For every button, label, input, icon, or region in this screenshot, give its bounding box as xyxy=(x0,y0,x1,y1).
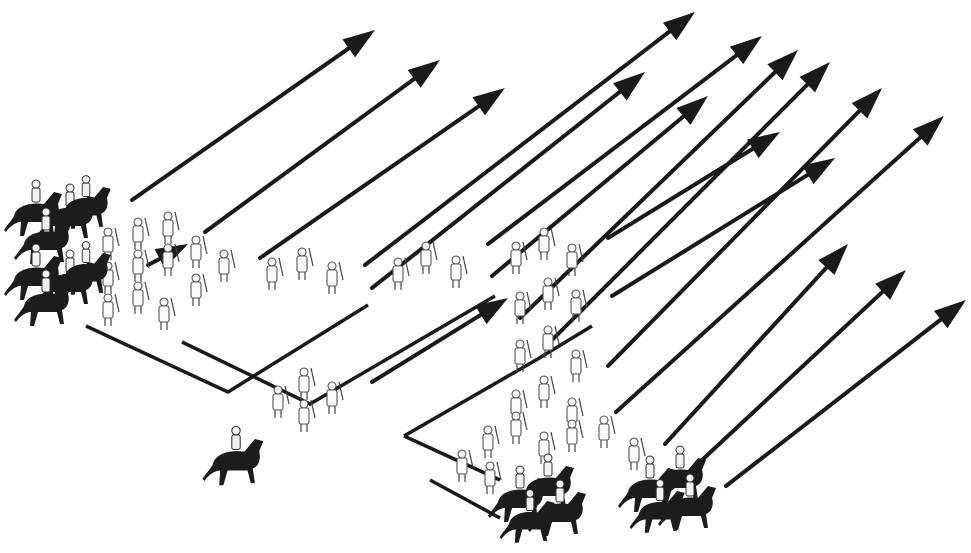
arrow-shaft xyxy=(148,258,161,265)
arrow-shaft xyxy=(552,83,809,340)
arrow xyxy=(520,50,798,318)
infantry-soldier xyxy=(539,376,555,408)
arrow-head xyxy=(475,298,508,324)
arrow xyxy=(372,298,508,382)
infantry-soldier xyxy=(219,250,235,282)
arrow-shaft xyxy=(520,71,776,318)
arrow xyxy=(372,72,645,288)
infantry-soldier xyxy=(191,236,207,268)
arrow-head xyxy=(342,30,375,57)
arrow xyxy=(205,60,440,232)
infantry-soldier xyxy=(273,386,289,418)
arrow-head xyxy=(663,12,695,40)
infantry-soldier xyxy=(133,218,149,250)
arrow-head xyxy=(472,88,505,115)
infantry-soldier xyxy=(327,382,343,414)
infantry-soldier xyxy=(191,274,207,306)
arrow xyxy=(260,88,505,258)
arrow xyxy=(608,88,882,366)
formation-path xyxy=(182,296,495,404)
infantry-soldier xyxy=(103,294,119,326)
arrow-head xyxy=(730,36,762,64)
infantry-soldier xyxy=(163,212,179,244)
infantry-soldier xyxy=(299,400,315,432)
arrow xyxy=(365,12,695,265)
arrow-head xyxy=(747,132,780,158)
infantry-soldier xyxy=(629,438,645,470)
infantry-soldier xyxy=(515,340,531,372)
arrow-shaft xyxy=(260,105,480,258)
infantry-soldier xyxy=(163,244,179,276)
infantry-soldier xyxy=(267,258,283,290)
infantry-soldier xyxy=(483,426,499,458)
infantry-soldier xyxy=(327,262,343,294)
infantry-soldier xyxy=(511,242,527,274)
infantry-soldier xyxy=(451,256,467,288)
arrow-shaft xyxy=(365,30,671,265)
cavalry-rider xyxy=(4,180,62,236)
infantry-soldier xyxy=(421,242,437,274)
infantry-soldier xyxy=(567,420,583,452)
arrow xyxy=(132,30,375,200)
arrow xyxy=(672,270,906,488)
infantry-soldier xyxy=(297,248,313,280)
formation-path xyxy=(86,305,368,392)
infantry-soldier xyxy=(571,350,587,382)
infantry-soldier xyxy=(133,282,149,314)
infantry-soldier xyxy=(539,228,555,260)
infantry-soldier xyxy=(511,412,527,444)
infantry-soldier xyxy=(299,368,315,400)
arrow-head xyxy=(408,60,440,88)
arrow-head xyxy=(613,72,645,100)
infantry-soldier xyxy=(393,258,409,290)
arrow-shaft xyxy=(132,47,350,200)
infantry-units xyxy=(103,212,645,494)
arrow-shaft xyxy=(205,78,416,232)
infantry-soldier xyxy=(599,416,615,448)
cavalry-rider xyxy=(202,426,263,485)
arrow-shaft xyxy=(488,54,738,244)
infantry-soldier xyxy=(543,278,559,310)
arrow-shaft xyxy=(372,314,482,382)
infantry-soldier xyxy=(159,298,175,330)
arrow xyxy=(612,158,835,296)
arrow-head xyxy=(934,300,966,328)
infantry-soldier xyxy=(543,326,559,358)
